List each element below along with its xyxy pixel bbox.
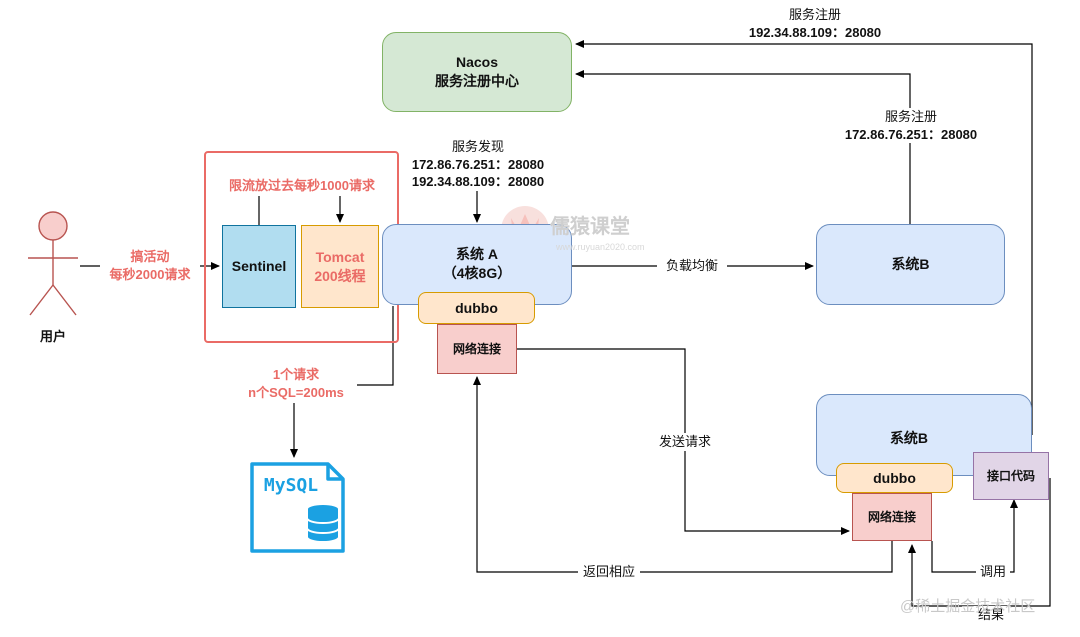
system-b-dubbo: dubbo bbox=[836, 463, 953, 493]
system-a-spec: （4核8G） bbox=[442, 264, 512, 281]
system-b-top-label: 系统B bbox=[891, 256, 930, 273]
tomcat-label: Tomcat bbox=[315, 248, 365, 265]
result-label: 结果 bbox=[972, 606, 1010, 624]
register-mid-title: 服务注册 bbox=[884, 109, 937, 124]
sql-note-line1: 1个请求 bbox=[272, 367, 320, 382]
nacos-title: Nacos bbox=[455, 54, 499, 71]
user-icon bbox=[28, 211, 78, 316]
watermark-brand-text: 儒猿课堂 bbox=[550, 216, 630, 238]
tomcat-threads: 200线程 bbox=[314, 267, 366, 284]
interface-code-label: 接口代码 bbox=[986, 468, 1035, 483]
nacos-registry: Nacos 服务注册中心 bbox=[382, 32, 572, 112]
send-request-label: 发送请求 bbox=[654, 433, 716, 451]
watermark-url: www.ruyuan2020.com bbox=[556, 242, 645, 252]
system-b-bottom-label: 系统B bbox=[889, 430, 929, 446]
sentinel-label: Sentinel bbox=[231, 258, 287, 275]
mysql-label: MySQL bbox=[263, 475, 319, 496]
user-request-line1: 搞活动 bbox=[130, 249, 170, 264]
footer-watermark: @稀土掘金技术社区 bbox=[900, 598, 1036, 615]
register-mid-address: 172.86.76.251：28080 bbox=[844, 126, 978, 142]
system-b-network-label: 网络连接 bbox=[867, 509, 916, 524]
load-balance-label: 负载均衡 bbox=[657, 257, 727, 275]
service-discovery-label: 服务发现 172.86.76.251：28080 192.34.88.109：2… bbox=[398, 138, 558, 191]
system-a-dubbo-label: dubbo bbox=[455, 299, 498, 316]
system-a-network-label: 网络连接 bbox=[452, 341, 501, 356]
return-response-label: 返回相应 bbox=[578, 563, 640, 581]
arrow-call bbox=[931, 499, 1018, 573]
register-label-top: 服务注册 192.34.88.109：28080 bbox=[730, 6, 900, 41]
tomcat-box: Tomcat 200线程 bbox=[301, 225, 379, 308]
rate-limit-label: 限流放过去每秒1000请求 bbox=[229, 178, 375, 193]
watermark-brand: 儒猿课堂 bbox=[550, 214, 680, 241]
interface-code: 接口代码 bbox=[973, 452, 1049, 500]
arrow-return-response bbox=[473, 376, 893, 573]
user-request-label: 搞活动 每秒2000请求 bbox=[100, 248, 200, 284]
nacos-subtitle: 服务注册中心 bbox=[435, 73, 519, 89]
system-b-dubbo-label: dubbo bbox=[873, 469, 916, 486]
register-top-address: 192.34.88.109：28080 bbox=[748, 24, 882, 40]
sentinel-box: Sentinel bbox=[222, 225, 296, 308]
discovery-title: 服务发现 bbox=[451, 139, 504, 154]
arrow-register-mid bbox=[575, 70, 911, 224]
mysql-icon bbox=[250, 462, 345, 553]
user-label: 用户 bbox=[39, 329, 66, 344]
arrow-register-top bbox=[575, 40, 1033, 435]
sql-note: 1个请求 n个SQL=200ms bbox=[236, 366, 356, 401]
user-request-line2: 每秒2000请求 bbox=[109, 266, 191, 282]
system-a-network: 网络连接 bbox=[437, 324, 517, 374]
discovery-address-2: 192.34.88.109：28080 bbox=[411, 174, 545, 190]
system-b-network: 网络连接 bbox=[852, 493, 932, 541]
register-top-title: 服务注册 bbox=[788, 7, 841, 22]
register-label-mid: 服务注册 172.86.76.251：28080 bbox=[826, 108, 996, 144]
system-a-name: 系统 A bbox=[456, 246, 498, 262]
system-a: 系统 A （4核8G） bbox=[382, 224, 572, 305]
discovery-address-1: 172.86.76.251：28080 bbox=[411, 156, 545, 172]
call-label: 调用 bbox=[976, 563, 1010, 581]
line-gateway-to-sql bbox=[357, 306, 394, 386]
system-a-dubbo: dubbo bbox=[418, 292, 535, 324]
sql-note-line2: n个SQL=200ms bbox=[248, 384, 344, 400]
system-b-top: 系统B bbox=[816, 224, 1005, 305]
